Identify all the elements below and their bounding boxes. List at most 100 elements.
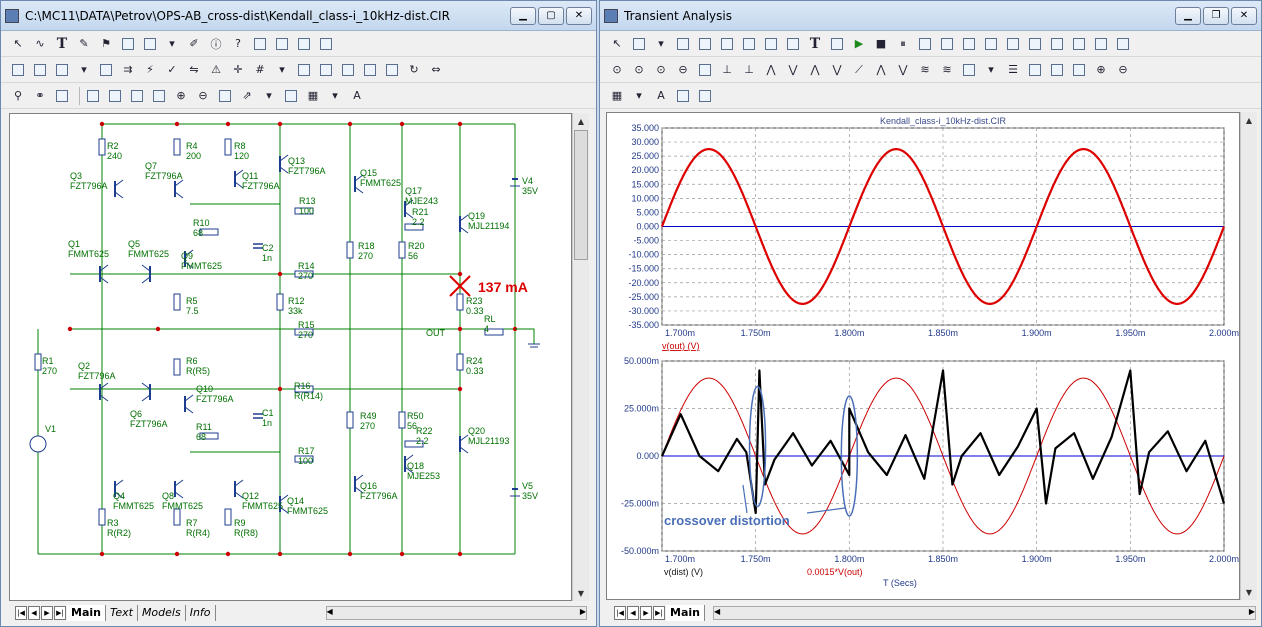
page-icon[interactable] [1004, 35, 1022, 53]
zoom-in-icon[interactable]: ⊕ [176, 89, 186, 102]
scale-icon[interactable] [696, 35, 714, 53]
rotate-icon[interactable]: ↻ [409, 63, 419, 76]
zoom-icon[interactable]: ⊙ [612, 63, 622, 76]
component-icon[interactable] [119, 35, 137, 53]
run-icon[interactable]: ▶ [854, 37, 864, 50]
copy-icon[interactable] [674, 87, 692, 105]
dropdown-icon[interactable]: ▾ [81, 63, 87, 76]
layout-icon[interactable]: ▦ [307, 89, 319, 102]
tab-main[interactable]: Main [67, 605, 106, 621]
zoom-in-icon[interactable]: ⊕ [1096, 63, 1106, 76]
zoom-icon[interactable]: ⊖ [678, 63, 688, 76]
inflection-icon[interactable]: ⋀ [876, 63, 886, 76]
minimize-button[interactable]: ▁ [510, 6, 536, 25]
scroll-up-icon[interactable]: ▲ [1245, 115, 1253, 125]
find-icon[interactable]: ⚲ [13, 89, 23, 102]
scale-icon[interactable] [674, 35, 692, 53]
dropdown-icon[interactable]: ▾ [169, 37, 175, 50]
horizontal-scrollbar[interactable]: ◀▶ [325, 606, 587, 620]
page-icon[interactable] [1092, 35, 1110, 53]
peak-icon[interactable]: ⋀ [766, 63, 776, 76]
step-icon[interactable] [938, 35, 956, 53]
dropdown-icon[interactable]: ▾ [279, 63, 285, 76]
scroll-down-icon[interactable]: ▼ [577, 588, 585, 598]
scale-icon[interactable] [718, 35, 736, 53]
page-icon[interactable] [339, 61, 357, 79]
scale-icon[interactable] [740, 35, 758, 53]
dropdown-icon[interactable]: ▾ [658, 37, 664, 50]
inflection-icon[interactable]: ⋁ [898, 63, 908, 76]
node-numbers-icon[interactable] [9, 61, 27, 79]
text-tool-icon[interactable]: T [56, 35, 68, 52]
last-page-icon[interactable]: ▶| [54, 606, 66, 620]
scroll-up-icon[interactable]: ▲ [577, 116, 585, 126]
node-voltages-icon[interactable] [31, 61, 49, 79]
pen-icon[interactable]: ✎ [79, 37, 89, 50]
zoom-icon[interactable]: ⊙ [634, 63, 644, 76]
page-icon[interactable] [295, 61, 313, 79]
page-icon[interactable] [273, 35, 291, 53]
flag-icon[interactable]: ⚑ [101, 37, 111, 50]
cursor-icon[interactable]: ⊥ [722, 63, 732, 76]
align-icon[interactable] [1048, 61, 1066, 79]
text-tool-icon[interactable]: T [809, 35, 821, 52]
tab-info[interactable]: Info [186, 605, 216, 621]
scroll-thumb[interactable] [574, 130, 588, 260]
zoom-fit-icon[interactable] [216, 87, 234, 105]
flip-icon[interactable] [383, 61, 401, 79]
page-icon[interactable] [53, 87, 71, 105]
stop-icon[interactable]: ■ [875, 37, 887, 50]
dropdown-icon[interactable]: ▾ [266, 89, 272, 102]
properties-icon[interactable] [828, 35, 846, 53]
page-icon[interactable] [1048, 35, 1066, 53]
prev-page-icon[interactable]: ◀ [28, 606, 40, 620]
close-button[interactable]: ✕ [1231, 6, 1257, 25]
cursor-icon[interactable]: ⊥ [744, 63, 754, 76]
close-button[interactable]: ✕ [566, 6, 592, 25]
probe-dropdown-icon[interactable]: ⇗ [242, 89, 252, 102]
paste-icon[interactable] [106, 87, 124, 105]
page-icon[interactable] [960, 35, 978, 53]
select-arrow-icon[interactable]: ↖ [612, 37, 622, 50]
grid-icon[interactable] [97, 61, 115, 79]
scale-icon[interactable] [784, 35, 802, 53]
list-icon[interactable]: ☰ [1008, 63, 1018, 76]
first-page-icon[interactable]: |◀ [614, 606, 626, 620]
font-icon[interactable]: A [353, 89, 361, 102]
low-icon[interactable]: ⋁ [832, 63, 842, 76]
horizontal-scrollbar[interactable]: ◀▶ [712, 606, 1256, 620]
font-icon[interactable]: A [657, 89, 665, 102]
layout-icon[interactable]: ▦ [611, 89, 623, 102]
clipboard-icon[interactable] [317, 35, 335, 53]
tab-text[interactable]: Text [106, 605, 138, 621]
power-icon[interactable]: ⚡ [146, 63, 154, 76]
attribute-icon[interactable]: ⇉ [123, 63, 133, 76]
first-page-icon[interactable]: |◀ [15, 606, 27, 620]
info-icon[interactable]: ⓘ [210, 37, 222, 51]
new-page-icon[interactable] [128, 87, 146, 105]
global-icon[interactable]: ≋ [920, 63, 930, 76]
tab-models[interactable]: Models [138, 605, 186, 621]
tag-icon[interactable] [960, 61, 978, 79]
warning-icon[interactable]: ⚠ [211, 63, 221, 76]
zoom-out-icon[interactable]: ⊖ [1118, 63, 1128, 76]
page-icon[interactable] [1026, 35, 1044, 53]
valley-icon[interactable]: ⋁ [788, 63, 798, 76]
page-icon[interactable] [982, 35, 1000, 53]
page-icon[interactable] [1070, 35, 1088, 53]
paste-icon[interactable] [696, 87, 714, 105]
zoom-region-icon[interactable] [361, 61, 379, 79]
restore-button[interactable]: ❐ [1203, 6, 1229, 25]
pin-connections-icon[interactable] [53, 61, 71, 79]
schematic-vertical-scrollbar[interactable]: ▲ ▼ [572, 113, 589, 601]
dropdown-icon[interactable]: ▾ [636, 89, 642, 102]
edit-icon[interactable] [696, 61, 714, 79]
maximize-button[interactable]: ▢ [538, 6, 564, 25]
prev-page-icon[interactable]: ◀ [627, 606, 639, 620]
crosshair-icon[interactable]: ✛ [233, 63, 243, 76]
dropdown-icon[interactable]: ▾ [332, 89, 338, 102]
next-page-icon[interactable]: ▶ [41, 606, 53, 620]
zoom-icon[interactable]: ⊙ [656, 63, 666, 76]
